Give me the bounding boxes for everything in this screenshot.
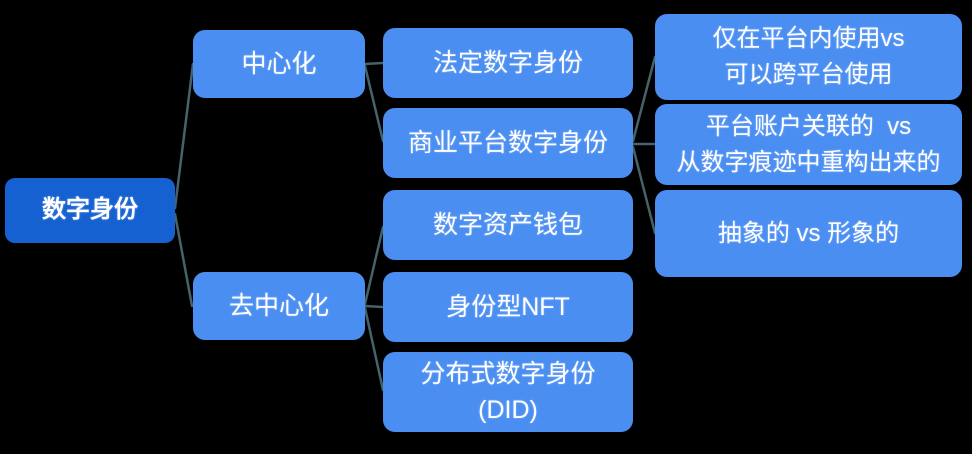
edge-root-decentralized bbox=[173, 212, 194, 308]
node-digital-asset-wallet-label: 数字资产钱包 bbox=[432, 210, 583, 239]
edge-decentralized-wallet bbox=[363, 225, 385, 306]
node-digital-asset-wallet[interactable]: 数字资产钱包 bbox=[383, 190, 633, 260]
node-commercial-platform-identity-label: 商业平台数字身份 bbox=[407, 128, 608, 157]
edge-root-centralized bbox=[173, 62, 195, 210]
edge-centralized-legal bbox=[363, 61, 385, 66]
node-compare-account-vs-traces[interactable]: 平台账户关联的 vs 从数字痕迹中重构出来的 bbox=[655, 104, 962, 185]
node-digital-identity-label: 数字身份 bbox=[42, 196, 138, 224]
node-compare-abstract-vs-figurative[interactable]: 抽象的 vs 形象的 bbox=[655, 190, 962, 277]
edge-decentralized-did bbox=[363, 306, 385, 392]
node-did[interactable]: 分布式数字身份 (DID) bbox=[383, 352, 633, 432]
node-compare-platform-usage-label: 仅在平台内使用vs 可以跨平台使用 bbox=[712, 25, 905, 88]
edge-centralized-commercial bbox=[363, 64, 385, 143]
edge-commercial-compare3 bbox=[631, 145, 657, 235]
node-legal-digital-identity[interactable]: 法定数字身份 bbox=[383, 28, 633, 98]
node-decentralized-label: 去中心化 bbox=[228, 291, 329, 320]
node-digital-identity[interactable]: 数字身份 bbox=[5, 178, 175, 243]
node-identity-nft[interactable]: 身份型NFT bbox=[383, 272, 633, 342]
node-did-label: 分布式数字身份 (DID) bbox=[420, 359, 596, 424]
node-centralized[interactable]: 中心化 bbox=[193, 30, 365, 98]
node-compare-account-vs-traces-label: 平台账户关联的 vs 从数字痕迹中重构出来的 bbox=[676, 112, 941, 176]
node-centralized-label: 中心化 bbox=[241, 49, 317, 78]
edge-decentralized-nft bbox=[363, 304, 385, 309]
node-identity-nft-label: 身份型NFT bbox=[446, 292, 570, 321]
node-legal-digital-identity-label: 法定数字身份 bbox=[432, 48, 583, 77]
node-commercial-platform-identity[interactable]: 商业平台数字身份 bbox=[383, 108, 633, 178]
edge-commercial-compare1 bbox=[631, 55, 657, 143]
node-compare-platform-usage[interactable]: 仅在平台内使用vs 可以跨平台使用 bbox=[655, 14, 962, 100]
node-compare-abstract-vs-figurative-label: 抽象的 vs 形象的 bbox=[717, 219, 900, 247]
node-decentralized[interactable]: 去中心化 bbox=[193, 272, 365, 340]
